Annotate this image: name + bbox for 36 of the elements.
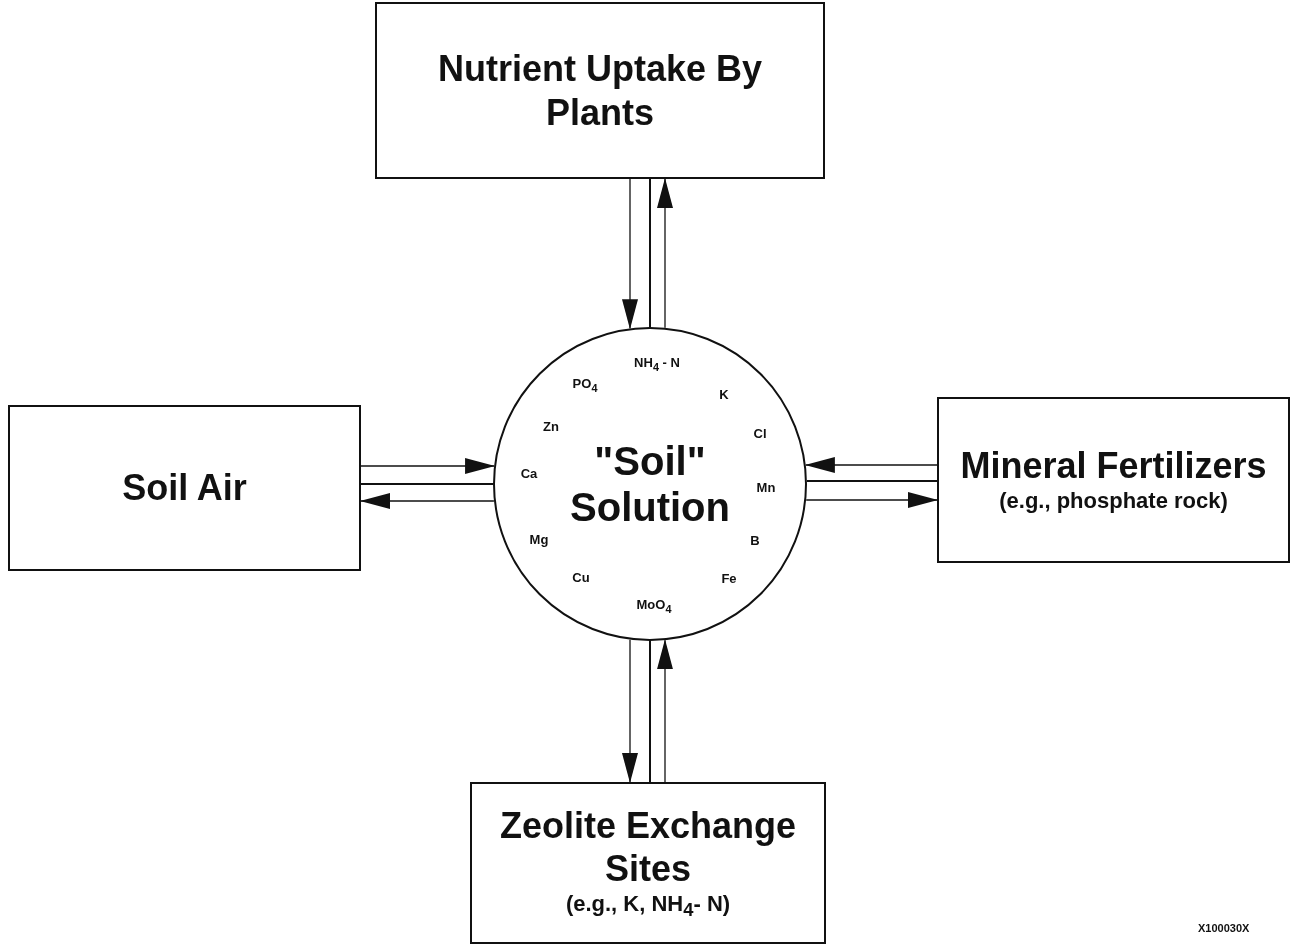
ion-label: Mn (756, 479, 776, 495)
ion-label: Zn (543, 418, 559, 434)
process-box (470, 782, 826, 944)
arrow (657, 639, 673, 783)
ion-label: MoO$_{4}$ (636, 597, 672, 615)
ion-label: PO$_{4}$ (572, 376, 598, 394)
process-box (375, 2, 825, 179)
connector-line (649, 178, 651, 328)
box-label: Zeolite Exchange Sites (498, 803, 798, 891)
process-box (937, 397, 1290, 563)
box-note: (e.g., phosphate rock) (999, 487, 1228, 516)
arrow (804, 457, 938, 473)
figure-code: X100030X (1198, 922, 1250, 934)
ion-label: Fe (721, 570, 737, 586)
box-label: Soil Air (122, 466, 247, 510)
arrow (657, 178, 673, 329)
arrow (805, 492, 938, 508)
ion-label: Cu (572, 569, 590, 585)
arrow (360, 493, 495, 509)
ion-label: Ca (520, 465, 538, 481)
process-box (8, 405, 361, 571)
connector-line (360, 483, 494, 485)
ion-label: Mg (529, 531, 549, 547)
box-label: Mineral Fertilizers (960, 444, 1267, 488)
ion-label: K (719, 386, 729, 402)
ion-label: B (750, 532, 760, 548)
ion-label: NH$_{4}$ - N (634, 355, 680, 373)
box-note: (e.g., K, NH$_{4}$- N) (565, 890, 731, 923)
connector-line (649, 640, 651, 783)
arrow (360, 458, 496, 474)
arrow (622, 639, 638, 783)
connector-line (805, 480, 938, 482)
ion-label: Cl (753, 425, 767, 441)
box-label: Nutrient Uptake By Plants (437, 47, 763, 134)
arrow (622, 178, 638, 330)
circle-label: "Soil" Solution (569, 438, 731, 530)
